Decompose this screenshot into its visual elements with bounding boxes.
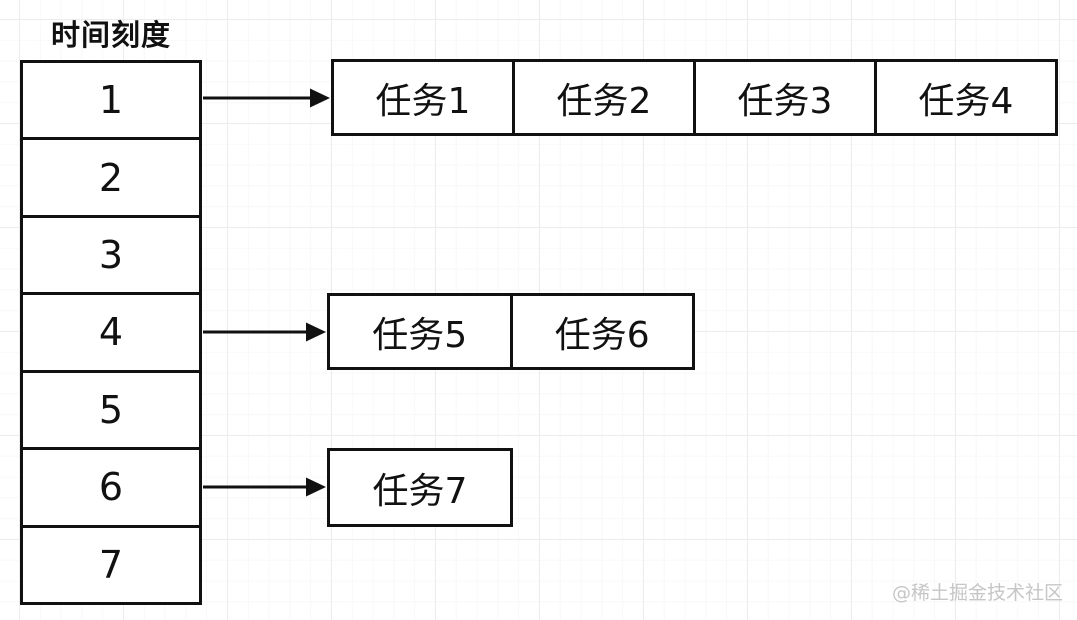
- time-slot-4: 4: [23, 292, 199, 369]
- arrow-slot4-to-tasks-icon: [203, 322, 326, 342]
- task-list-slot1: 任务1 任务2 任务3 任务4: [331, 59, 1058, 136]
- task-cell: 任务5: [372, 314, 468, 356]
- time-slot-6: 6: [23, 447, 199, 524]
- arrow-slot6-to-tasks-icon: [203, 477, 326, 497]
- arrow-slot1-to-tasks-icon: [203, 88, 330, 108]
- task-cell: 任务6: [509, 296, 693, 367]
- task-cell: 任务3: [693, 62, 874, 133]
- time-slot-2: 2: [23, 137, 199, 214]
- time-slot-1: 1: [98, 78, 124, 123]
- watermark: @稀土掘金技术社区: [891, 582, 1063, 604]
- task-list-slot6: 任务7: [327, 448, 513, 527]
- task-cell: 任务1: [375, 80, 471, 122]
- time-scale-column: 1 2 3 4 5 6 7: [20, 60, 202, 605]
- task-list-slot4: 任务5 任务6: [327, 293, 695, 370]
- time-slot-7: 7: [23, 524, 199, 602]
- time-slot-3: 3: [23, 214, 199, 292]
- task-cell: 任务2: [512, 62, 693, 133]
- task-cell: 任务7: [372, 470, 468, 512]
- time-slot-5: 5: [23, 369, 199, 447]
- task-cell: 任务4: [874, 62, 1055, 133]
- diagram-title: 时间刻度: [50, 18, 171, 52]
